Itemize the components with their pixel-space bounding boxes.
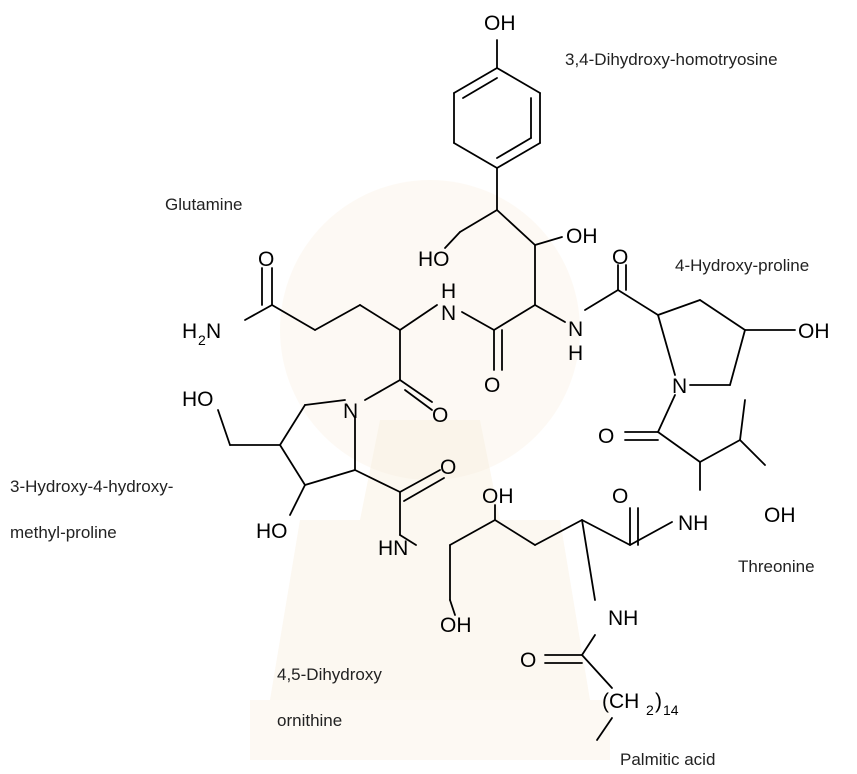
atom-ho-ch2oh: HO — [182, 388, 214, 411]
atom-h2n-h: H — [182, 320, 197, 343]
atom-o-homotyr-co: O — [484, 374, 500, 397]
atom-ch2-14: (CH 2 ) 14 — [602, 690, 679, 718]
atom-o-left-amide: O — [440, 456, 456, 479]
atom-o-pro-co: O — [612, 246, 628, 269]
atom-nh-n-gln: N — [441, 302, 456, 325]
atom-o-orn-co: O — [612, 485, 628, 508]
svg-text:14: 14 — [663, 702, 679, 718]
atom-oh-orn-top: OH — [482, 485, 514, 508]
caption-hydroxy-proline: 4-Hydroxy-proline — [675, 256, 809, 275]
atom-nh-h-gln: H — [441, 280, 456, 303]
watermark-emblem — [250, 180, 610, 760]
atom-oh-orn-bottom: OH — [440, 614, 472, 637]
bond-skeleton — [217, 39, 796, 741]
atom-oh-homotyr: OH — [566, 225, 598, 248]
atom-n-left-pro: N — [343, 400, 358, 423]
caption-palmitic-acid: Palmitic acid — [620, 750, 715, 769]
caption-dihydroxy-ornithine-line2: ornithine — [277, 711, 342, 730]
caption-hydroxymethyl-proline-line2: methyl-proline — [10, 523, 117, 542]
atom-oh-thr: OH — [764, 504, 796, 527]
atom-nh-palm: NH — [608, 607, 638, 630]
svg-text:): ) — [655, 690, 662, 713]
atom-ho-left-pro: HO — [256, 520, 288, 543]
caption-threonine: Threonine — [738, 557, 815, 576]
atom-o-thr-co: O — [598, 425, 614, 448]
atom-ho-benzylic: HO — [418, 248, 450, 271]
atom-o-palm: O — [520, 649, 536, 672]
atom-oh-hyp: OH — [798, 320, 830, 343]
caption-glutamine: Glutamine — [165, 195, 242, 214]
atom-nh-thr: NH — [678, 512, 708, 535]
caption-hydroxymethyl-proline-line1: 3-Hydroxy-4-hydroxy- — [10, 477, 173, 496]
svg-text:(CH: (CH — [602, 690, 639, 713]
atom-h2n-n: N — [206, 320, 221, 343]
atom-nh-n-pro: N — [568, 318, 583, 341]
atom-n-hyp: N — [672, 375, 687, 398]
atom-oh-top: OH — [484, 12, 516, 35]
atom-h2n-sub: 2 — [198, 332, 206, 348]
atom-o-gln-amide: O — [258, 248, 274, 271]
svg-text:2: 2 — [646, 702, 654, 718]
atom-hn-orn: HN — [378, 537, 408, 560]
atom-labels: OH HO OH O H 2 N H N O N H O OH N HO N O… — [182, 12, 830, 718]
residue-captions: 3,4-Dihydroxy-homotryosine Glutamine 4-H… — [10, 50, 815, 769]
caption-dihydroxy-ornithine-line1: 4,5-Dihydroxy — [277, 665, 382, 684]
caption-dihydroxy-homotyrosine: 3,4-Dihydroxy-homotryosine — [565, 50, 778, 69]
atom-o-gln-co: O — [432, 404, 448, 427]
atom-nh-h-pro: H — [568, 342, 583, 365]
